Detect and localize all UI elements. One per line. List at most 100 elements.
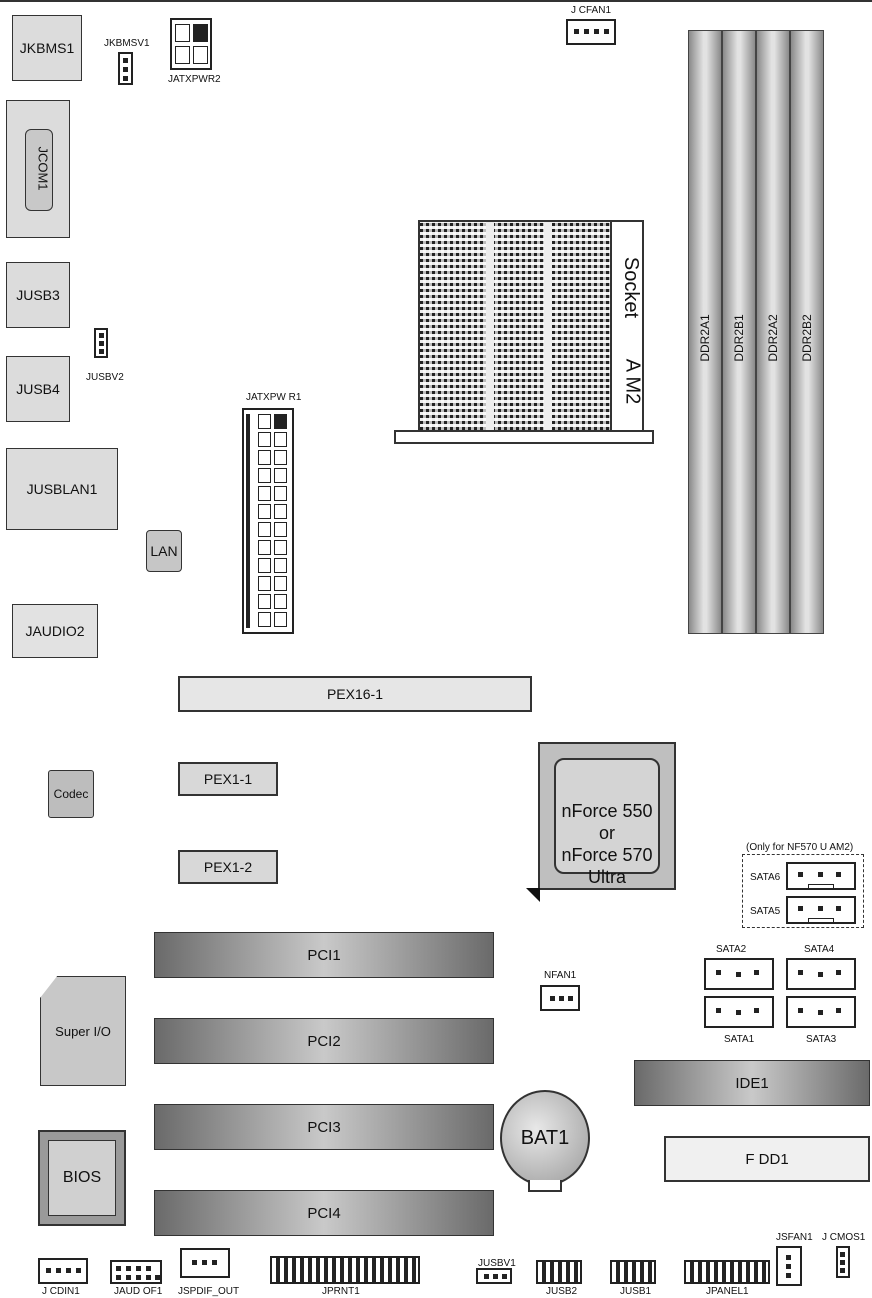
sata2-label: SATA2 — [716, 944, 747, 955]
slot-pex1-2-label: PEX1-2 — [203, 859, 253, 875]
slot-pci4: PCI4 — [154, 1190, 494, 1236]
atx-pin — [274, 612, 287, 627]
atx-pin — [274, 504, 287, 519]
sata6-port — [786, 862, 856, 890]
sata2-port — [704, 958, 774, 990]
bios-chip: BIOS — [38, 1130, 126, 1226]
bat1-battery: BAT1 — [500, 1090, 590, 1186]
jkbmsv1-label: JKBMSV1 — [104, 38, 150, 49]
jcdin1-label: J CDIN1 — [42, 1286, 80, 1297]
ide1-connector: IDE1 — [634, 1060, 870, 1106]
socket-label-line2: A M2 — [621, 358, 644, 405]
atx-pin — [274, 414, 287, 429]
sata-note: (Only for NF570 U AM2) — [746, 842, 854, 853]
chipset-line3: nForce 570 — [561, 845, 653, 865]
jkbmsv1-jumper — [118, 52, 133, 85]
fdd1-label: F DD1 — [745, 1150, 789, 1168]
jusb4-label: JUSB4 — [16, 381, 60, 397]
jatxpwr1-connector — [242, 408, 294, 634]
slot-pci1-label: PCI1 — [307, 946, 341, 964]
slot-pci3-label: PCI3 — [307, 1118, 341, 1136]
sata-optional-group — [742, 854, 864, 928]
chipset-line1: nForce 550 — [561, 801, 653, 821]
jatxpwr1-label: JATXPW R1 — [246, 392, 302, 403]
ide1-label: IDE1 — [735, 1074, 769, 1092]
lan-label: LAN — [150, 543, 178, 559]
codec-chip: Codec — [48, 770, 94, 818]
bat1-clip — [528, 1180, 562, 1192]
atx-pin — [258, 558, 271, 573]
chipset-nforce: nForce 550 or nForce 570 Ultra — [538, 742, 676, 890]
chipset-pin1-marker — [526, 888, 540, 902]
jcom1-dsub — [25, 129, 53, 211]
jatxpwr2-label: JATXPWR2 — [168, 74, 221, 85]
atx-pin — [274, 558, 287, 573]
slot-pci1: PCI1 — [154, 932, 494, 978]
jusb3-connector: JUSB3 — [6, 262, 70, 328]
jcfan1-label: J CFAN1 — [571, 5, 612, 16]
jcdin1-connector — [38, 1258, 88, 1284]
jusblan1-connector: JUSBLAN1 — [6, 448, 118, 530]
dimm-ddr2b1: DDR2B1 — [722, 30, 756, 634]
dimm-ddr2b2: DDR2B2 — [790, 30, 824, 634]
chipset-line4: Ultra — [587, 867, 626, 887]
atx-pin — [274, 486, 287, 501]
super-io-label: Super I/O — [55, 1023, 111, 1039]
jcmos1-label: J CMOS1 — [822, 1232, 866, 1243]
board-top-edge — [0, 0, 872, 2]
jpanel1-label: JPANEL1 — [706, 1286, 749, 1297]
jatxpwr2-connector — [170, 18, 212, 70]
jusb1-label: JUSB1 — [620, 1286, 652, 1297]
bat1-label: BAT1 — [520, 1126, 570, 1149]
slot-pex16-1-label: PEX16-1 — [326, 686, 384, 702]
jusb3-label: JUSB3 — [16, 287, 60, 303]
dimm-ddr2b1-label: DDR2B1 — [732, 314, 746, 362]
slot-pex16-1: PEX16-1 — [178, 676, 532, 712]
slot-pex1-1: PEX1-1 — [178, 762, 278, 796]
jkbms1-label: JKBMS1 — [19, 40, 75, 56]
atx-pin — [274, 450, 287, 465]
jaudiof1-label: JAUD OF1 — [114, 1286, 163, 1297]
slot-pci2: PCI2 — [154, 1018, 494, 1064]
jaudio2-label: JAUDIO2 — [25, 623, 85, 639]
jusbv1-label: JUSBV1 — [478, 1258, 516, 1269]
jprnt1-label: JPRNT1 — [322, 1286, 360, 1297]
atx-pin — [274, 594, 287, 609]
sata5-label: SATA5 — [750, 906, 781, 917]
sata4-label: SATA4 — [804, 944, 835, 955]
sata1-port — [704, 996, 774, 1028]
bios-label: BIOS — [62, 1169, 102, 1186]
dimm-ddr2b2-label: DDR2B2 — [800, 314, 814, 362]
sata3-label: SATA3 — [806, 1034, 837, 1045]
jsfan1-connector — [776, 1246, 802, 1286]
atx-pin — [258, 486, 271, 501]
atx-pin — [258, 432, 271, 447]
atx-pin — [274, 540, 287, 555]
jspdif-out-label: JSPDIF_OUT — [178, 1286, 240, 1297]
jsfan1-label: JSFAN1 — [776, 1232, 813, 1243]
atx-pin — [258, 414, 271, 429]
jspdif-out-connector — [180, 1248, 230, 1278]
dimm-ddr2a1-label: DDR2A1 — [698, 314, 712, 362]
jusbv2-jumper — [94, 328, 108, 358]
jcom1-label: JCOM1 — [35, 146, 51, 191]
jaudio2-connector: JAUDIO2 — [12, 604, 98, 658]
atx-pin — [274, 432, 287, 447]
jusb1-connector — [610, 1260, 656, 1284]
chipset-line2: or — [598, 823, 615, 843]
jusbv2-label: JUSBV2 — [86, 372, 124, 383]
jcmos1-jumper — [836, 1246, 850, 1278]
atx-pin — [258, 522, 271, 537]
atx-pin — [258, 504, 271, 519]
sata6-label: SATA6 — [750, 872, 781, 883]
super-io-chip: Super I/O — [40, 976, 126, 1086]
jusb2-connector — [536, 1260, 582, 1284]
atx-pin — [274, 522, 287, 537]
atx-pin — [258, 594, 271, 609]
atx-pin — [258, 612, 271, 627]
atx-pin — [258, 576, 271, 591]
sata1-label: SATA1 — [724, 1034, 755, 1045]
lan-chip: LAN — [146, 530, 182, 572]
nfan1-label: NFAN1 — [544, 970, 577, 981]
dimm-ddr2a1: DDR2A1 — [688, 30, 722, 634]
